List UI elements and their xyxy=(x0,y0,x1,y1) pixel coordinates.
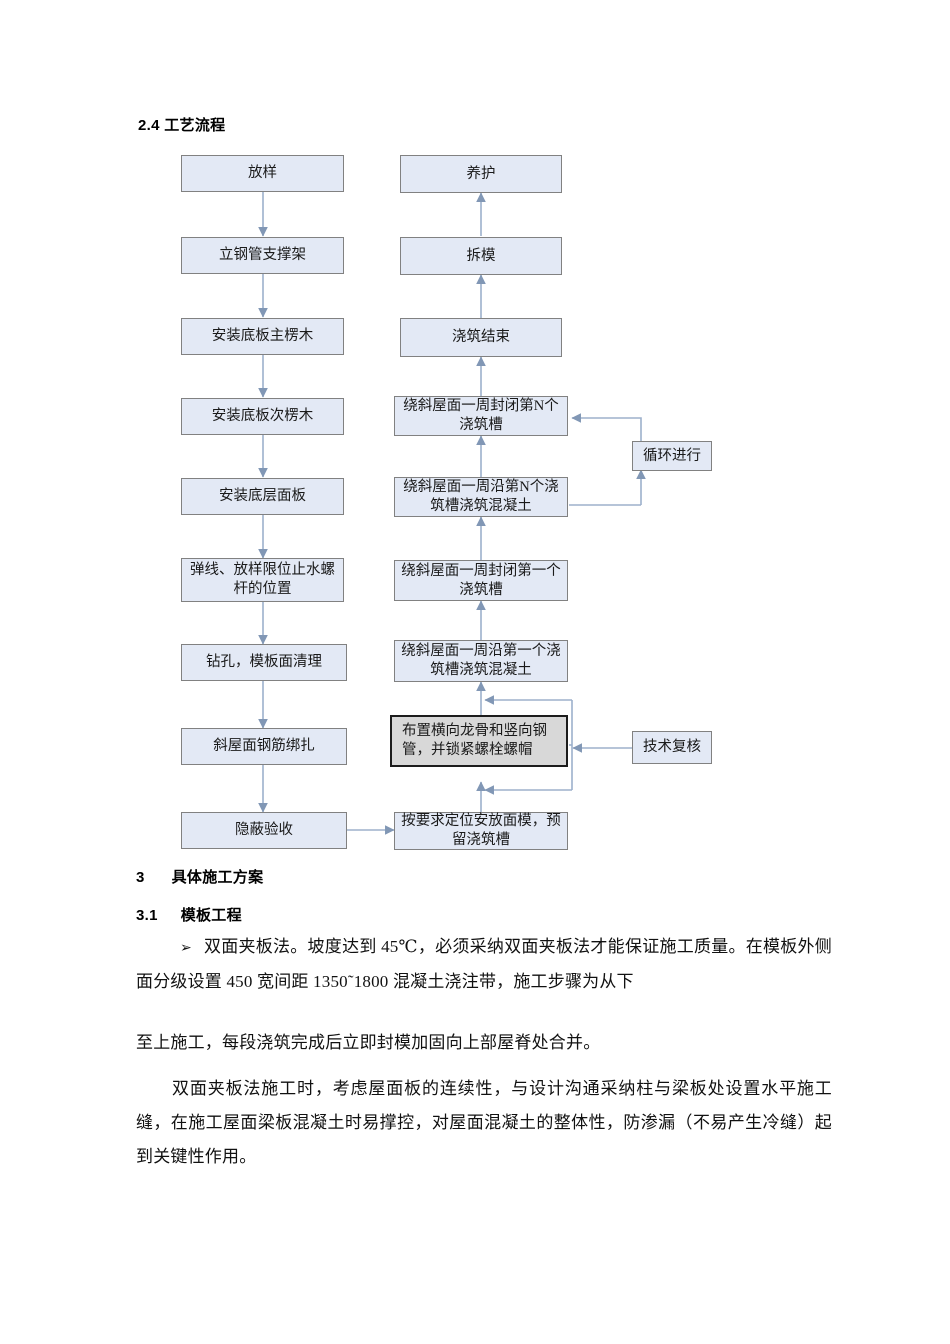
heading-3-1: 3.1 模板工程 xyxy=(136,904,242,925)
paragraph-3-text: 双面夹板法施工时，考虑屋面板的连续性，与设计沟通采纳柱与梁板处设置水平施工缝，在… xyxy=(136,1079,832,1166)
flow-box-fengbi-1[interactable]: 绕斜屋面一周封闭第一个浇筑槽 xyxy=(394,560,568,601)
flow-box-zuankong[interactable]: 钻孔，模板面清理 xyxy=(181,644,347,681)
bullet-arrow-icon: ➢ xyxy=(180,940,192,956)
flow-box-chaimo[interactable]: 拆模 xyxy=(400,237,562,275)
flow-box-yan-n[interactable]: 绕斜屋面一周沿第N个浇筑槽浇筑混凝土 xyxy=(394,477,568,517)
flow-box-yinbi[interactable]: 隐蔽验收 xyxy=(181,812,347,849)
flow-box-dicengmianban[interactable]: 安装底层面板 xyxy=(181,478,344,515)
heading-3-title: 具体施工方案 xyxy=(171,869,264,886)
heading-3-number: 3 xyxy=(136,869,145,886)
flow-box-fengbi-n[interactable]: 绕斜屋面一周封闭第N个浇筑槽 xyxy=(394,396,568,436)
heading-3-1-number: 3.1 xyxy=(136,907,158,924)
paragraph-3: 双面夹板法施工时，考虑屋面板的连续性，与设计沟通采纳柱与梁板处设置水平施工缝，在… xyxy=(136,1072,832,1174)
paragraph-2-text: 至上施工，每段浇筑完成后立即封模加固向上部屋脊处合并。 xyxy=(136,1033,601,1052)
flow-box-ligangguan[interactable]: 立钢管支撑架 xyxy=(181,237,344,274)
paragraph-1-text: 双面夹板法。坡度达到 45℃，必须采纳双面夹板法才能保证施工质量。在模板外侧面分… xyxy=(136,937,832,991)
heading-2-4-number: 2.4 xyxy=(138,117,160,134)
flow-box-yan-1[interactable]: 绕斜屋面一周沿第一个浇筑槽浇筑混凝土 xyxy=(394,640,568,682)
heading-3-1-title: 模板工程 xyxy=(180,907,242,924)
heading-2-4-title: 工艺流程 xyxy=(164,117,226,134)
flow-box-tanxian[interactable]: 弹线、放样限位止水螺杆的位置 xyxy=(181,558,344,602)
flow-box-cilengmu[interactable]: 安装底板次楞木 xyxy=(181,398,344,435)
flow-box-jishufuhe[interactable]: 技术复核 xyxy=(632,731,712,764)
flow-box-fangyang[interactable]: 放样 xyxy=(181,155,344,192)
heading-2-4: 2.4 工艺流程 xyxy=(138,114,225,135)
flow-box-gangjin[interactable]: 斜屋面钢筋绑扎 xyxy=(181,728,347,765)
flow-box-longgu[interactable]: 布置横向龙骨和竖向钢管，并锁紧螺栓螺帽 xyxy=(390,715,568,767)
paragraph-1: ➢双面夹板法。坡度达到 45℃，必须采纳双面夹板法才能保证施工质量。在模板外侧面… xyxy=(136,930,832,999)
flow-box-jiaozhujieshu[interactable]: 浇筑结束 xyxy=(400,318,562,357)
flow-box-mianmo[interactable]: 按要求定位安放面模，预留浇筑槽 xyxy=(394,812,568,850)
flow-box-yanghu[interactable]: 养护 xyxy=(400,155,562,193)
heading-3: 3 具体施工方案 xyxy=(136,866,263,887)
flow-box-zhulengmu[interactable]: 安装底板主楞木 xyxy=(181,318,344,355)
paragraph-2: 至上施工，每段浇筑完成后立即封模加固向上部屋脊处合并。 xyxy=(136,1026,832,1060)
flow-box-xunhuan[interactable]: 循环进行 xyxy=(632,441,712,471)
process-flowchart: 放样 立钢管支撑架 安装底板主楞木 安装底板次楞木 安装底层面板 弹线、放样限位… xyxy=(181,155,712,850)
